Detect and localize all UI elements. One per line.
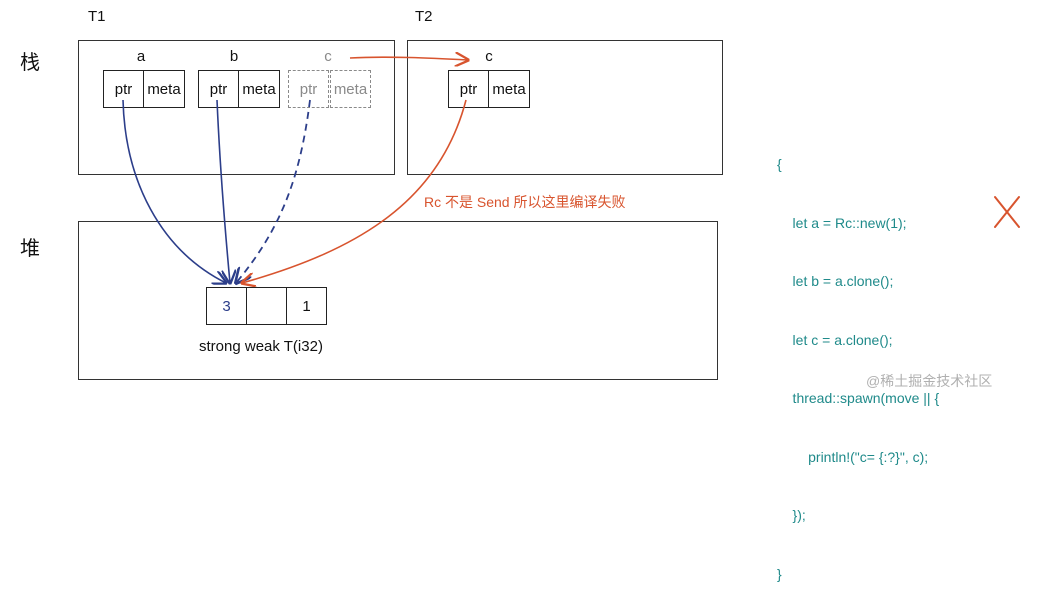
arrow-move-c-to-t2: [349, 57, 468, 60]
heap-value: 1: [286, 287, 327, 325]
code-line: println!("c= {:?}", c);: [777, 448, 929, 465]
heap-caption: strong weak T(i32): [199, 338, 323, 355]
heap-label: 堆: [20, 236, 40, 260]
thread-label-t2: T2: [415, 8, 433, 25]
var-c-moved-name: c: [324, 48, 332, 65]
t2-var-c-meta: meta: [488, 70, 530, 108]
t2-stack-frame: [407, 40, 723, 175]
stack-label: 栈: [20, 50, 40, 74]
arrow-a-to-heap: [122, 99, 226, 283]
code-line: let c = a.clone();: [777, 331, 893, 348]
var-b-ptr: ptr: [198, 70, 239, 108]
t1-stack-frame: [78, 40, 395, 175]
t2-var-c-ptr: ptr: [448, 70, 489, 108]
t2-var-c-name: c: [485, 48, 493, 65]
compile-error-annotation: Rc 不是 Send 所以这里编译失败: [424, 194, 626, 210]
arrow-b-to-heap: [216, 99, 230, 283]
var-c-moved-ptr: ptr: [288, 70, 329, 108]
thread-label-t1: T1: [88, 8, 106, 25]
var-b-name: b: [229, 48, 239, 65]
watermark: @稀土掘金技术社区: [866, 373, 993, 389]
var-c-moved-meta: meta: [330, 70, 371, 108]
code-line: }: [777, 565, 782, 582]
code-line: });: [777, 507, 806, 523]
code-line: let b = a.clone();: [777, 273, 894, 289]
var-b-meta: meta: [238, 70, 280, 108]
error-x-icon: [994, 196, 1020, 228]
code-line: let a = Rc::new(1);: [777, 214, 907, 231]
arrow-t2-c-to-heap: [242, 99, 467, 283]
arrow-c-moved-to-heap: [236, 99, 311, 283]
var-a-name: a: [136, 48, 146, 65]
arrows-overlay: [122, 0, 1020, 402]
heap-weak-count: [246, 287, 287, 325]
code-line: {: [777, 156, 782, 172]
heap-region: [78, 221, 718, 380]
var-a-meta: meta: [143, 70, 185, 108]
